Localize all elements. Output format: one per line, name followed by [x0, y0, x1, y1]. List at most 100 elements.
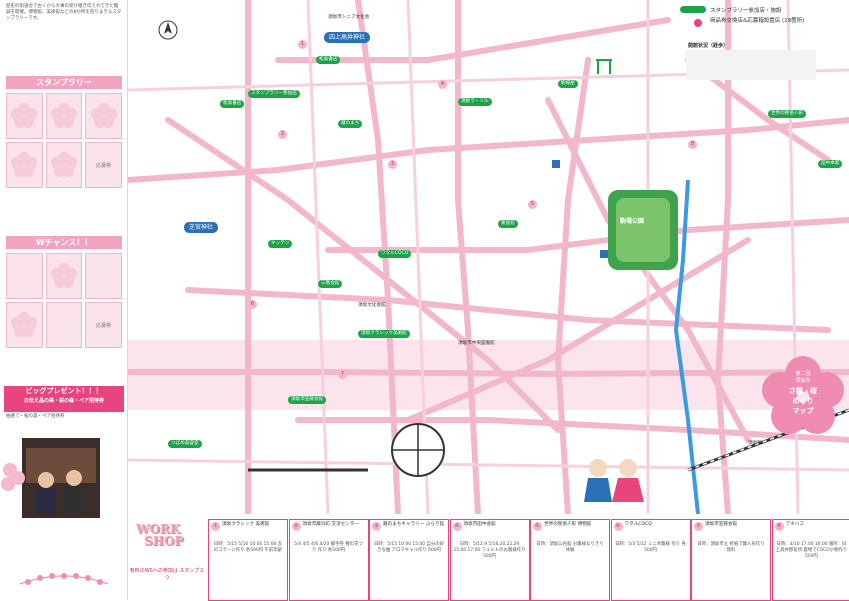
- shop-badge[interactable]: 須坂クラシック美術館: [358, 330, 410, 338]
- stamp-cell[interactable]: [46, 302, 83, 348]
- workshop-card-title: 蔵のまちギャラリー ぶらり館: [383, 522, 446, 528]
- legend-green-swatch: [680, 6, 706, 13]
- workshop-title-2: SHOP: [144, 534, 183, 548]
- park-label: 駒場公園: [620, 216, 644, 225]
- workshop-card-title: アネハコ: [786, 522, 849, 528]
- gift-title: ビッグプレゼント！！！: [4, 386, 124, 397]
- marker-number[interactable]: 3: [388, 160, 397, 169]
- place-label: 須坂市シニア文化会: [328, 14, 369, 20]
- workshop-card-number: ①: [211, 522, 220, 531]
- workshop-card-title: 須坂市笠鉾会館: [705, 522, 768, 528]
- stamp-cell[interactable]: [85, 253, 122, 299]
- workshop-card-title: 須坂クラシック 美術館: [222, 522, 285, 528]
- place-label: 須坂駅: [748, 440, 762, 446]
- stamp-grid-1: 応募券: [6, 93, 122, 188]
- shop-badge[interactable]: 駒場屋: [558, 80, 578, 88]
- gift-note: 抽選で・桜の森・ペア招待券: [6, 414, 122, 420]
- label-shrine: 四上高井神社: [324, 32, 370, 43]
- workshop-card-body: 日時：須坂公民館 お雛様なりきり 体験: [534, 542, 606, 554]
- workshop-card-body: 日時：5/12,9 5/16,20,22,29 15:00 17:00 フェルト…: [454, 542, 526, 560]
- stamp-cell[interactable]: [6, 253, 43, 299]
- marker-number[interactable]: 1: [298, 40, 307, 49]
- marker-number[interactable]: 7: [338, 370, 347, 379]
- workshop-card-body: 5/4 4/5 4/6 4/20 都手券 鯉の花つり 作り 各500円: [293, 542, 365, 554]
- workshop-subtitle: 有料のWSへの参加は スタンプ２つ: [128, 568, 206, 582]
- badge-line: マップ: [760, 406, 846, 416]
- workshop-card-body: 日時：5/15 10:00 15:00 自分の好きな曲 アロマキャル作り 600…: [373, 542, 445, 554]
- workshop-card-body: 日時：5/3 5/22 ミニ木雛様 作り 各500円: [615, 542, 687, 554]
- marker-number[interactable]: 5: [528, 200, 537, 209]
- event-title-badge: 第二回 須坂市 さ雛・桜 めぐり マップ: [760, 356, 846, 434]
- map-area: スタンプラリー参加店・施設 商品券交換店&応募箱設置店 (19箇所) 開館状況（…: [128, 0, 849, 514]
- hours-title: 開館状況（経歩）: [688, 42, 728, 49]
- marker-number[interactable]: 2: [278, 130, 287, 139]
- workshop-card-title: 世界の民俗人形 博物館: [544, 522, 607, 528]
- stamp-cell-seal: 応募券: [85, 302, 122, 348]
- shop-badge[interactable]: 須坂市笠鉾会館: [288, 396, 326, 404]
- shop-badge[interactable]: 松翁書店: [220, 100, 244, 108]
- workshop-card-number: ⑤: [533, 522, 542, 531]
- label-hachiman: 芝宮神社: [184, 222, 218, 233]
- shop-badge[interactable]: ワタルCOCO: [378, 250, 411, 258]
- shop-badge[interactable]: 松翁書店: [316, 56, 340, 64]
- marker-number[interactable]: 4: [438, 80, 447, 89]
- blossom-decor-icon: [0, 458, 26, 498]
- workshop-card-body: 日時：須坂市立 折紙で雛人形作り 無料: [695, 542, 767, 554]
- stamp-cell[interactable]: [46, 142, 83, 188]
- stamp-panel: 歴史の街道舎で古くから大事の受け継ぎ伝えれてきた雛誠を開催。博物館、美術館などの…: [0, 0, 128, 600]
- shop-badge[interactable]: 蔵のまち: [338, 120, 362, 128]
- shop-badge[interactable]: つばめ美容室: [168, 440, 202, 448]
- blossom-garland-icon: [18, 570, 110, 596]
- shop-badge[interactable]: 東屋館: [498, 220, 518, 228]
- stamp-cell[interactable]: [6, 93, 43, 139]
- shop-badge[interactable]: 世界の民俗人形: [768, 110, 806, 118]
- big-present-banner: ビッグプレゼント！！！ お伝え品の美・桜の森・ペア招待券: [4, 386, 124, 412]
- stamp-rally-header: スタンプラリー: [6, 76, 122, 89]
- badge-line: 須坂市: [760, 377, 846, 384]
- shop-badge[interactable]: 須坂ラ・ソル: [458, 98, 492, 106]
- legend-pink-swatch: [694, 19, 702, 27]
- workshop-card-body: 日時：4/10 17:00 16:00 場所：旧上高井郡役所 着物でCOCO小物…: [776, 542, 848, 560]
- legend-pink-label: 商品券交換店&応募箱設置店 (19箇所): [710, 18, 830, 25]
- place-label: 須坂文化会館: [358, 302, 386, 308]
- stamp-cell[interactable]: [46, 253, 83, 299]
- stamp-cell[interactable]: [6, 302, 43, 348]
- badge-line: めぐり: [760, 396, 846, 406]
- ceremony-photo: [22, 438, 100, 518]
- stamp-grid-2: 応募券: [6, 253, 122, 348]
- workshop-card-title: ワタルCOCO: [625, 522, 688, 528]
- shop-badge[interactable]: スタンプラリー参加店: [248, 90, 300, 98]
- workshop-card-number: ⑥: [614, 522, 623, 531]
- hours-box: [686, 50, 816, 80]
- place-label: 須坂市中央図書館: [458, 340, 495, 346]
- badge-line: 第二回: [760, 370, 846, 377]
- shop-badge[interactable]: キッテン: [268, 240, 292, 248]
- badge-line: さ雛・桜: [760, 386, 846, 396]
- workshop-card-body: 日時：5/15 5/16 10:00 15:00 吾のコテージ作り 各500円 …: [212, 542, 284, 554]
- stamp-cell-seal: 応募券: [85, 142, 122, 188]
- workshop-card-number: ⑧: [775, 522, 784, 531]
- stamp-cell[interactable]: [46, 93, 83, 139]
- stamp-cell[interactable]: [6, 142, 43, 188]
- marker-number[interactable]: 6: [248, 300, 257, 309]
- chance-header: Wチャンス！！: [6, 236, 122, 249]
- workshop-card-number: ④: [453, 522, 462, 531]
- workshop-card-number: ②: [292, 522, 301, 531]
- workshop-card-title: 須坂市蔵の町 交流センター: [303, 522, 366, 528]
- stamp-cell[interactable]: [85, 93, 122, 139]
- workshop-card-number: ③: [372, 522, 381, 531]
- workshop-card-title: 須坂市田中会館: [464, 522, 527, 528]
- shop-badge[interactable]: 田中本家: [818, 160, 842, 168]
- shop-badge[interactable]: 三階会館: [318, 280, 342, 288]
- marker-number[interactable]: 8: [688, 140, 697, 149]
- workshop-heading: WORK SHOP: [128, 520, 206, 548]
